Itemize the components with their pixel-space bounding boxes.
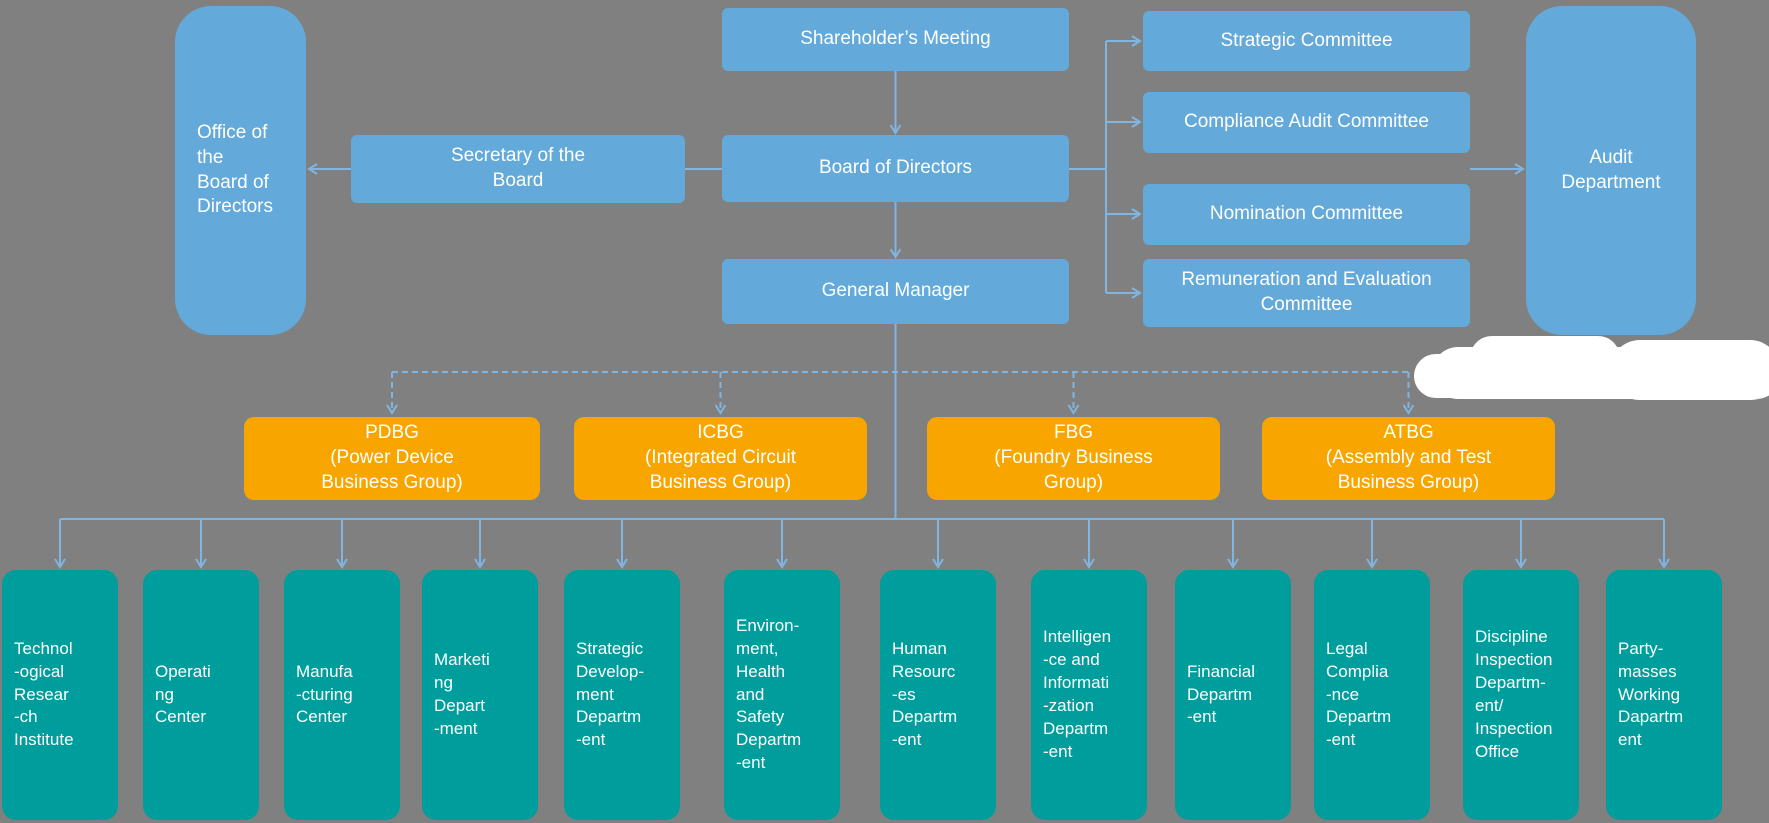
whiteout-shape <box>1610 340 1769 400</box>
dashed-connectors <box>386 371 1415 415</box>
node-secretary-of-board-label: Secretary of the Board <box>450 145 586 191</box>
node-board-of-directors-label: Board of Directors <box>818 157 973 179</box>
dept-label: Strategic Develop- ment Departm -ent <box>576 638 645 750</box>
node-shareholders-meeting-label: Shareholder’s Meeting <box>800 28 991 50</box>
node-secretary-of-board: Secretary of the Board <box>351 135 685 203</box>
committee-compliance-audit-label: Compliance Audit Committee <box>1184 111 1429 133</box>
dept-discipline-inspection-department: Discipline Inspection Departm- ent/ Insp… <box>1463 570 1579 820</box>
dept-label: Human Resourc -es Departm -ent <box>892 638 958 750</box>
bg-pdbg-label: PDBG (Power Device Business Group) <box>321 422 463 493</box>
dept-strategic-development-department: Strategic Develop- ment Departm -ent <box>564 570 680 820</box>
dept-label: Party- masses Working Dapartm ent <box>1618 638 1684 750</box>
dept-intelligence-informatization-department: Intelligen -ce and Informati -zation Dep… <box>1031 570 1147 820</box>
dept-label: Technol -ogical Resear -ch Institute <box>14 638 74 750</box>
dept-legal-compliance-department: Legal Complia -nce Departm -ent <box>1314 570 1430 820</box>
dept-label: Marketi ng Depart -ment <box>434 650 490 738</box>
dept-label: Environ- ment, Health and Safety Departm… <box>736 615 802 773</box>
bg-atbg-label: ATBG (Assembly and Test Business Group) <box>1325 422 1492 493</box>
dept-technological-research-institute: Technol -ogical Resear -ch Institute <box>2 570 118 820</box>
committee-compliance-audit: Compliance Audit Committee <box>1143 92 1470 153</box>
bg-icbg: ICBG (Integrated Circuit Business Group) <box>574 417 867 500</box>
node-office-of-board-label: Office of the Board of Directors <box>197 122 274 218</box>
committee-nomination-label: Nomination Committee <box>1209 203 1404 225</box>
dept-marketing-department: Marketi ng Depart -ment <box>422 570 538 820</box>
solid-connectors <box>54 35 1670 569</box>
dept-label: Intelligen -ce and Informati -zation Dep… <box>1043 627 1112 761</box>
dept-label: Manufa -cturing Center <box>296 661 353 727</box>
node-general-manager: General Manager <box>722 259 1069 324</box>
committee-nomination: Nomination Committee <box>1143 184 1470 245</box>
committee-strategic-label: Strategic Committee <box>1220 29 1393 51</box>
node-board-of-directors: Board of Directors <box>722 135 1069 202</box>
dept-financial-department: Financial Departm -ent <box>1175 570 1291 820</box>
dept-label: Financial Departm -ent <box>1187 661 1256 727</box>
bg-pdbg: PDBG (Power Device Business Group) <box>244 417 540 500</box>
bg-atbg: ATBG (Assembly and Test Business Group) <box>1262 417 1555 500</box>
dept-label: Operati ng Center <box>155 661 211 727</box>
dept-ehs-department: Environ- ment, Health and Safety Departm… <box>724 570 840 820</box>
dept-human-resources-department: Human Resourc -es Departm -ent <box>880 570 996 820</box>
node-general-manager-label: General Manager <box>821 280 970 302</box>
node-office-of-board: Office of the Board of Directors <box>175 6 306 335</box>
committee-remuneration-evaluation-label: Remuneration and Evaluation Committee <box>1181 269 1432 315</box>
dept-label: Discipline Inspection Departm- ent/ Insp… <box>1475 627 1553 761</box>
dept-operating-center: Operati ng Center <box>143 570 259 820</box>
node-audit-department-label: Audit Department <box>1561 146 1661 193</box>
bg-fbg: FBG (Foundry Business Group) <box>927 417 1220 500</box>
committee-strategic: Strategic Committee <box>1143 11 1470 71</box>
dept-label: Legal Complia -nce Departm -ent <box>1326 638 1392 750</box>
node-shareholders-meeting: Shareholder’s Meeting <box>722 8 1069 71</box>
bg-icbg-label: ICBG (Integrated Circuit Business Group) <box>644 422 796 493</box>
committee-remuneration-evaluation: Remuneration and Evaluation Committee <box>1143 259 1470 327</box>
bg-fbg-label: FBG (Foundry Business Group) <box>994 422 1153 493</box>
whiteout-shape <box>1470 336 1620 381</box>
node-audit-department: Audit Department <box>1526 6 1696 335</box>
dept-manufacturing-center: Manufa -cturing Center <box>284 570 400 820</box>
dept-party-masses-working-department: Party- masses Working Dapartm ent <box>1606 570 1722 820</box>
